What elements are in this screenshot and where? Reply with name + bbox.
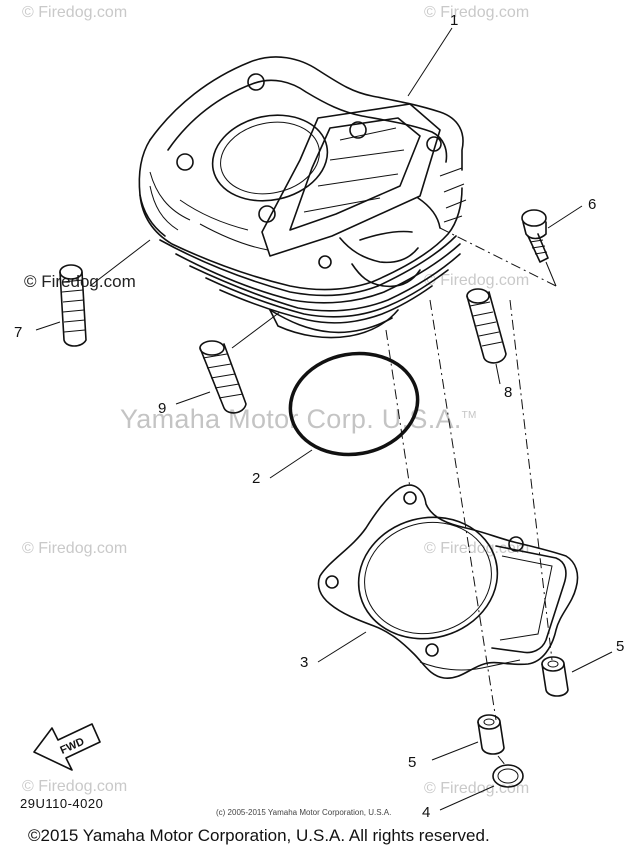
callout-9: 9: [158, 400, 167, 417]
centerline: [385, 329, 411, 489]
cylinder-part: [138, 56, 467, 339]
dowel-pin-part: [199, 340, 247, 414]
leader-line: [545, 261, 557, 287]
callout-3: 3: [300, 654, 309, 671]
watermark: © Firedog.com: [424, 780, 530, 797]
leader-line: [495, 363, 501, 385]
callout-8: 8: [504, 384, 513, 401]
leader-line: [269, 449, 313, 479]
watermark: © Firedog.com: [424, 4, 530, 21]
watermark: © Firedog.com: [22, 778, 128, 795]
leader-line: [89, 239, 151, 287]
leader-line: [571, 651, 613, 673]
callout-6: 6: [588, 196, 597, 213]
dowel-sleeve-part: [541, 656, 569, 697]
fwd-label: FWD: [58, 736, 86, 757]
callout-5: 5: [408, 754, 417, 771]
small-copyright: (c) 2005-2015 Yamaha Motor Corporation, …: [216, 808, 392, 817]
footer-copyright: ©2015 Yamaha Motor Corporation, U.S.A. A…: [28, 826, 490, 845]
leader-line: [35, 321, 61, 331]
watermark: © Firedog.com: [22, 540, 128, 557]
dowel-sleeve-part: [477, 714, 505, 755]
centerline: [429, 299, 497, 721]
leader-line: [439, 785, 495, 811]
dowel-pin-part: [466, 288, 507, 364]
watermark: © Firedog.com: [424, 272, 530, 289]
callout-5: 5: [616, 638, 625, 655]
leader-line: [231, 311, 281, 349]
watermark: © Firedog.com: [24, 272, 136, 291]
leader-line: [317, 631, 367, 663]
small-o-ring-part: [492, 764, 524, 788]
centerline: [497, 755, 507, 767]
o-ring-part: [288, 351, 420, 457]
callout-2: 2: [252, 470, 261, 487]
gasket-part: [317, 484, 579, 679]
trademark: TM: [461, 410, 477, 421]
callout-7: 7: [14, 324, 23, 341]
leader-line: [547, 205, 583, 229]
callout-4: 4: [422, 804, 431, 821]
watermark: © Firedog.com: [22, 4, 128, 21]
dowel-pin-part: [59, 264, 87, 347]
leader-line: [407, 27, 453, 97]
centerline: [439, 227, 557, 287]
fwd-arrow-icon: FWD: [33, 723, 101, 771]
centerline: [509, 299, 553, 661]
bolt-part: [521, 209, 549, 263]
leader-line: [175, 391, 211, 405]
watermark: © Firedog.com: [424, 540, 530, 557]
part-number: 29U110-4020: [20, 796, 104, 811]
callout-1: 1: [450, 12, 459, 29]
leader-line: [431, 741, 479, 761]
